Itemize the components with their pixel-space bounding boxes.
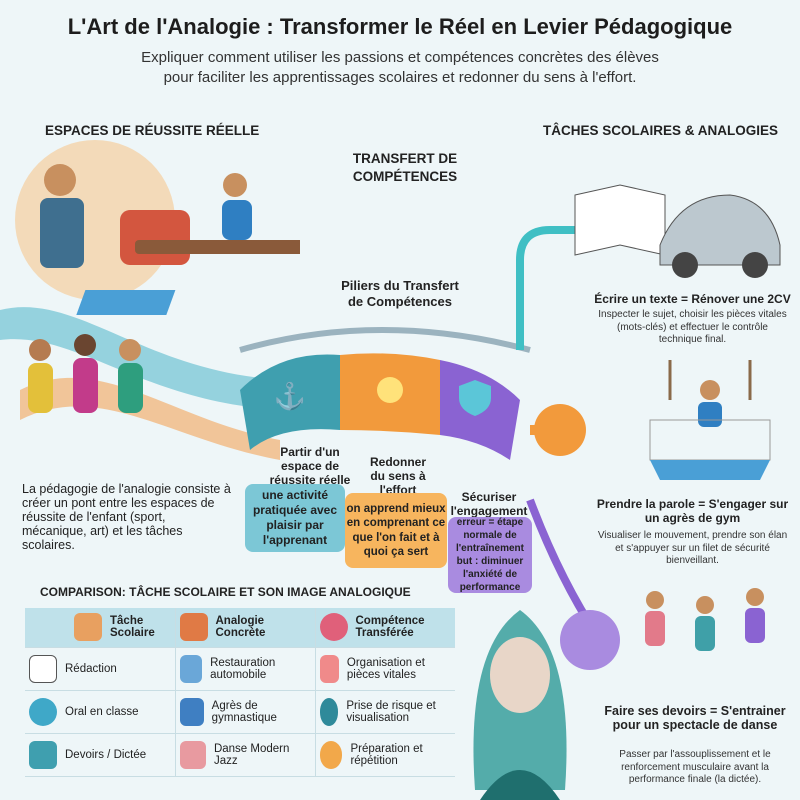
pillar-2-detail: on apprend mieux en comprenant ce que l'… xyxy=(345,493,447,568)
eye-icon xyxy=(319,697,339,726)
shield-icon xyxy=(459,380,491,416)
wrench-icon xyxy=(179,654,203,683)
dancers-illustration xyxy=(645,588,765,651)
gym-rings-illustration xyxy=(649,360,771,480)
comparison-table: Tâche Scolaire Analogie Concrète Compéte… xyxy=(25,608,455,777)
org-chart-icon xyxy=(319,654,339,683)
connector-lines xyxy=(516,226,620,670)
pillar-3-detail: erreur = étape normale de l'entraînement… xyxy=(448,517,532,593)
pillar-1-detail: une activité pratiquée avec plaisir par … xyxy=(245,484,345,552)
book-car-illustration xyxy=(574,184,781,278)
portrait-photo xyxy=(473,610,567,800)
analogy-1-title: Écrire un texte = Rénover une 2CV xyxy=(594,292,791,306)
toolbox-icon xyxy=(179,613,208,642)
speech-bubbles-icon xyxy=(29,697,57,726)
table-header-row: Tâche Scolaire Analogie Concrète Compéte… xyxy=(25,608,455,648)
intro-text: La pédagogie de l'analogie consiste à cr… xyxy=(22,482,231,552)
pillar-2-label: Redonner du sens à l'effort xyxy=(369,455,426,497)
page-title: L'Art de l'Analogie : Transformer le Rée… xyxy=(67,14,733,39)
backpack-icon xyxy=(29,740,57,769)
right-heading: TÂCHES SCOLAIRES & ANALOGIES xyxy=(543,123,779,138)
analogy-2-desc: Visualiser le mouvement, prendre son éla… xyxy=(597,530,788,566)
subtitle: Expliquer comment utiliser les passions … xyxy=(141,49,659,86)
ballet-shoes-icon xyxy=(179,740,206,769)
lightbulb-icon xyxy=(377,377,403,403)
document-pen-icon xyxy=(29,654,57,683)
analogy-3-desc: Passer par l'assouplissement et le renfo… xyxy=(619,749,771,785)
table-row: Oral en classe Agrès de gymnastique Pris… xyxy=(25,690,455,734)
analogy-3-title: Faire ses devoirs = S'entrainer pour un … xyxy=(604,704,786,732)
microphone-icon xyxy=(534,404,586,456)
table-row: Rédaction Restauration automobile Organi… xyxy=(25,647,455,691)
bridge-illustration: ⚓ xyxy=(239,327,531,460)
school-icon xyxy=(74,613,102,642)
left-heading: ESPACES DE RÉUSSITE RÉELLE xyxy=(45,123,260,138)
gym-rings-icon xyxy=(179,697,204,726)
analogy-2-title: Prendre la parole = S'engager sur un agr… xyxy=(596,497,789,525)
table-row: Devoirs / Dictée Danse Modern Jazz Prépa… xyxy=(25,733,455,777)
brain-icon xyxy=(319,613,348,642)
table-title: COMPARISON: TÂCHE SCOLAIRE ET SON IMAGE … xyxy=(40,585,411,599)
real-success-illustration xyxy=(0,140,300,460)
anchor-icon: ⚓ xyxy=(274,381,306,411)
books-icon xyxy=(560,610,620,670)
clock-icon xyxy=(319,740,343,769)
pillar-3-label: Sécuriser l'engagement xyxy=(450,490,528,518)
pillar-1-label: Partir d'un espace de réussite réelle xyxy=(269,445,351,487)
analogy-1-desc: Inspecter le sujet, choisir les pièces v… xyxy=(598,309,787,345)
